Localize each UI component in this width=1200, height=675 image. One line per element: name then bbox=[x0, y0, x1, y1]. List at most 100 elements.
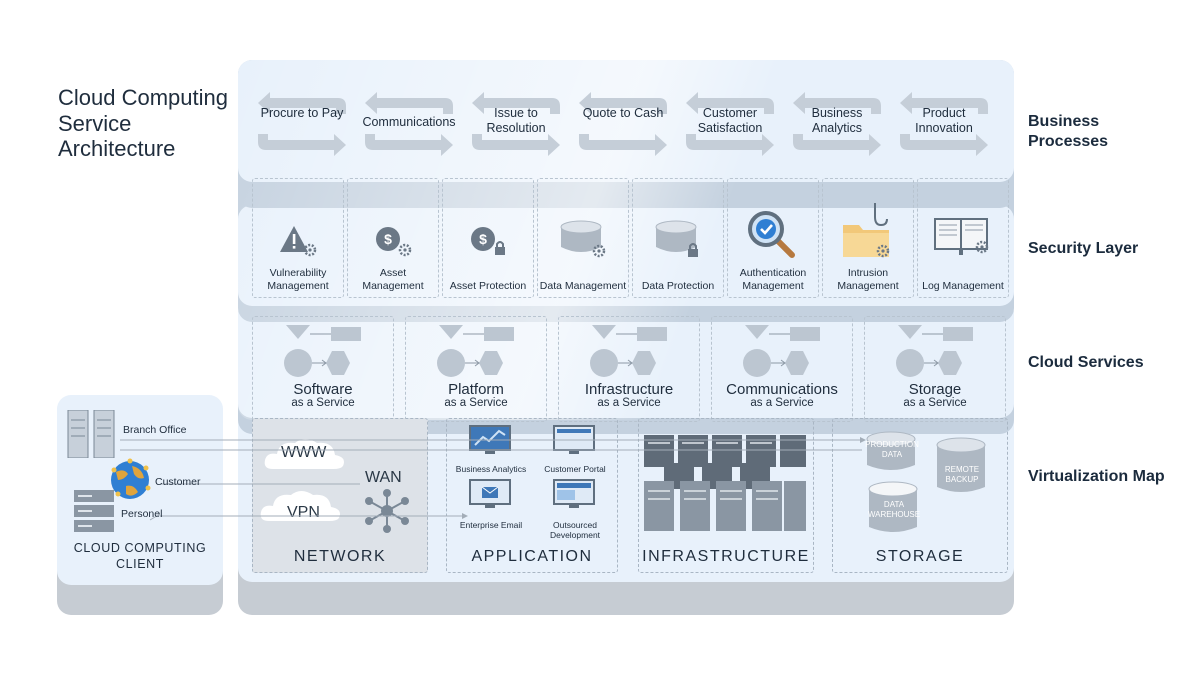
customer-label: Customer bbox=[155, 476, 201, 488]
security-item-data-protection: Data Protection bbox=[632, 178, 724, 298]
label-business-processes: Business Processes bbox=[1028, 113, 1109, 150]
book-gear-icon bbox=[934, 218, 989, 255]
service-platform: Platform as a Service bbox=[405, 316, 547, 422]
security-item-log: Log Management bbox=[917, 178, 1009, 298]
infrastructure-title: INFRASTRUCTURE bbox=[642, 548, 810, 565]
cycle-arrows-icon bbox=[793, 92, 881, 156]
cycle-arrows-icon bbox=[579, 92, 667, 156]
warning-gear-icon bbox=[280, 226, 317, 257]
security-label: Log Management bbox=[922, 279, 1004, 292]
monitor-chart-icon bbox=[469, 425, 511, 454]
server-rack-icon bbox=[644, 435, 806, 531]
service-name: Storage bbox=[908, 381, 962, 398]
monitor-dev-icon bbox=[553, 479, 595, 508]
service-subtitle: as a Service bbox=[903, 397, 967, 409]
process-business-analytics: Business Analytics bbox=[789, 88, 885, 160]
process-label: Business Analytics bbox=[811, 106, 863, 135]
vpn-label: VPN bbox=[287, 504, 320, 521]
cycle-arrows-icon bbox=[686, 92, 774, 156]
globe-icon bbox=[111, 458, 151, 499]
process-flow-icon bbox=[590, 325, 667, 377]
cycle-arrows-icon bbox=[258, 92, 346, 156]
service-subtitle: as a Service bbox=[291, 397, 355, 409]
security-item-vulnerability: Vulnerability Management bbox=[252, 178, 344, 298]
wan-label: WAN bbox=[365, 469, 402, 486]
app-label: Business Analytics bbox=[455, 464, 527, 474]
process-communications: Communications bbox=[361, 88, 457, 160]
app-label: Outsourced Development bbox=[549, 520, 601, 540]
process-flow-icon bbox=[896, 325, 973, 377]
database-lock-icon bbox=[655, 220, 698, 257]
service-software: Software as a Service bbox=[252, 316, 394, 422]
process-label: Quote to Cash bbox=[582, 106, 664, 120]
process-product-innovation: Product Innovation bbox=[896, 88, 992, 160]
security-item-intrusion: Intrusion Management bbox=[822, 178, 914, 298]
folder-hook-icon bbox=[843, 203, 890, 258]
remote-backup-label: REMOTE BACKUP bbox=[944, 465, 980, 484]
www-label: WWW bbox=[281, 444, 327, 461]
cloud-icon bbox=[264, 439, 344, 469]
service-name: Software bbox=[293, 381, 353, 398]
security-item-asset-protection: $ Asset Protection bbox=[442, 178, 534, 298]
dollar-gear-icon: $ bbox=[376, 227, 412, 257]
label-cloud-services: Cloud Services bbox=[1028, 354, 1144, 371]
security-label: Intrusion Management bbox=[837, 267, 899, 292]
process-flow-icon bbox=[284, 325, 361, 377]
service-subtitle: as a Service bbox=[597, 397, 661, 409]
service-subtitle: as a Service bbox=[444, 397, 508, 409]
process-flow-icon bbox=[743, 325, 820, 377]
security-item-asset-management: $ Asset Management bbox=[347, 178, 439, 298]
service-name: Infrastructure bbox=[584, 381, 674, 398]
branch-office-label: Branch Office bbox=[123, 424, 187, 436]
application-zone: Business Analytics Customer Portal Enter… bbox=[446, 418, 618, 573]
svg-text:$: $ bbox=[384, 231, 392, 247]
personel-label: Personel bbox=[121, 508, 163, 520]
label-virtualization-map: Virtualization Map bbox=[1028, 468, 1165, 485]
production-data-label: PRODUCTION DATA bbox=[865, 440, 919, 459]
process-label: Product Innovation bbox=[915, 106, 973, 135]
process-issue-to-resolution: Issue to Resolution bbox=[468, 88, 564, 160]
service-subtitle: as a Service bbox=[750, 397, 814, 409]
security-label: Vulnerability Management bbox=[267, 267, 329, 292]
service-infrastructure: Infrastructure as a Service bbox=[558, 316, 700, 422]
application-title: APPLICATION bbox=[471, 548, 593, 565]
process-label: Procure to Pay bbox=[260, 106, 344, 120]
process-flow-icon bbox=[437, 325, 514, 377]
security-label: Data Protection bbox=[641, 279, 715, 292]
cycle-arrows-icon bbox=[365, 92, 453, 156]
network-title: NETWORK bbox=[293, 548, 387, 565]
cycle-arrows-icon bbox=[472, 92, 560, 156]
page-title: Cloud Computing Service Architecture bbox=[58, 85, 228, 161]
service-storage: Storage as a Service bbox=[864, 316, 1006, 422]
storage-zone: PRODUCTION DATA REMOTE BACKUP DATA WAREH… bbox=[832, 418, 1008, 573]
security-item-data-management: Data Management bbox=[537, 178, 629, 298]
data-warehouse-label: DATA WAREHOUSE bbox=[867, 500, 921, 519]
process-quote-to-cash: Quote to Cash bbox=[575, 88, 671, 160]
dollar-lock-icon: $ bbox=[471, 227, 505, 255]
storage-databases-icon bbox=[866, 431, 986, 532]
network-hub-icon bbox=[365, 489, 409, 533]
svg-text:$: $ bbox=[479, 231, 487, 247]
security-label: Asset Protection bbox=[449, 279, 527, 292]
label-security-layer: Security Layer bbox=[1028, 240, 1139, 257]
service-name: Communications bbox=[726, 381, 838, 398]
app-label: Customer Portal bbox=[544, 464, 606, 474]
service-name: Platform bbox=[448, 381, 504, 398]
magnifier-check-icon bbox=[748, 211, 795, 258]
monitor-portal-icon bbox=[553, 425, 595, 454]
security-item-authentication: Authentication Management bbox=[727, 178, 819, 298]
infrastructure-zone: INFRASTRUCTURE bbox=[638, 418, 814, 573]
service-communications: Communications as a Service bbox=[711, 316, 853, 422]
monitor-email-icon bbox=[469, 479, 511, 508]
process-label: Communications bbox=[362, 115, 456, 129]
server-icon bbox=[67, 410, 115, 458]
database-gear-icon bbox=[560, 220, 606, 258]
process-procure-to-pay: Procure to Pay bbox=[254, 88, 350, 160]
security-label: Asset Management bbox=[362, 267, 424, 292]
app-label: Enterprise Email bbox=[459, 520, 523, 530]
client-title: CLOUD COMPUTING CLIENT bbox=[73, 541, 207, 571]
storage-title: STORAGE bbox=[875, 548, 965, 565]
process-customer-satisfaction: Customer Satisfaction bbox=[682, 88, 778, 160]
cycle-arrows-icon bbox=[900, 92, 988, 156]
process-label: Customer Satisfaction bbox=[697, 106, 763, 135]
